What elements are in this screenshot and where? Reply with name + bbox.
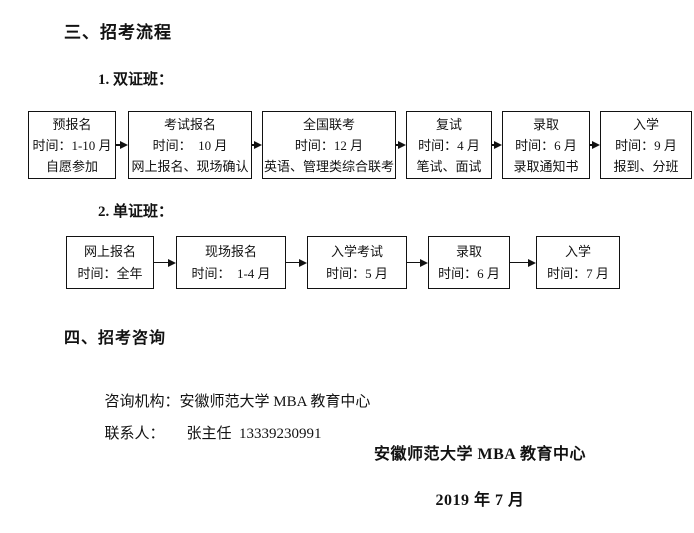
flow-step-box: 入学 时间：9 月 报到、分班	[600, 111, 692, 179]
flow-step-title: 预报名	[52, 116, 92, 132]
consultation-contact-line: 联系人： 张主任 13339230991	[97, 405, 322, 443]
subsection-label-dual-class: 1. 双证班：	[98, 72, 174, 88]
arrow-head-icon	[398, 141, 406, 149]
arrow-head-icon	[168, 258, 176, 267]
flow-step-note: 笔试、面试	[416, 158, 482, 174]
flow-step-box: 入学 时间：7 月	[536, 236, 620, 289]
flow-step-title: 全国联考	[302, 116, 355, 132]
flow-step-box: 入学考试 时间：5 月	[307, 236, 407, 289]
flow-step-time: 时间：5 月	[326, 265, 388, 281]
flow-step-time: 时间： 1-4 月	[191, 265, 271, 281]
flow-step-note: 报到、分班	[613, 158, 679, 174]
arrow-shaft	[396, 144, 398, 146]
agency-value: 安徽师范大学 MBA 教育中心	[179, 394, 371, 410]
flow-step-title: 录取	[455, 243, 482, 259]
arrow-head-icon	[494, 141, 502, 149]
flow-arrow-icon	[154, 236, 176, 289]
signature-line: 安徽师范大学 MBA 教育中心	[374, 446, 586, 463]
contact-value: 张主任 13339230991	[186, 426, 322, 442]
flow-step-box: 录取 时间：6 月	[428, 236, 510, 289]
flow-step-title: 入学	[564, 243, 591, 259]
flow-step-title: 考试报名	[163, 116, 216, 132]
flow-step-time: 时间：6 月	[515, 137, 577, 153]
flow-step-note: 自愿参加	[45, 158, 98, 174]
arrow-head-icon	[299, 258, 307, 267]
flow-step-title: 复试	[435, 116, 462, 132]
flow-step-note: 网上报名、现场确认	[131, 158, 249, 174]
flow-step-box: 现场报名 时间： 1-4 月	[176, 236, 286, 289]
flow-arrow-icon	[510, 236, 536, 289]
flow-step-time: 时间： 10 月	[152, 137, 228, 153]
arrow-head-icon	[120, 141, 128, 149]
arrow-shaft	[154, 261, 168, 264]
section-heading-consultation: 四、招考咨询	[64, 330, 167, 347]
arrow-shaft	[510, 261, 528, 264]
flow-step-box: 网上报名 时间：全年	[66, 236, 154, 289]
flow-step-title: 网上报名	[83, 243, 136, 259]
flow-step-time: 时间：9 月	[615, 137, 677, 153]
dual-class-flowchart: 预报名 时间：1-10 月 自愿参加 考试报名 时间： 10 月 网上报名、现场…	[28, 111, 692, 179]
flow-step-time: 时间：全年	[77, 265, 143, 281]
subsection-label-single-class: 2. 单证班：	[98, 204, 174, 220]
flow-step-box: 预报名 时间：1-10 月 自愿参加	[28, 111, 116, 179]
arrow-shaft	[590, 144, 592, 146]
arrow-head-icon	[254, 141, 262, 149]
arrow-head-icon	[528, 258, 536, 267]
flow-step-box: 全国联考 时间：12 月 英语、管理类综合联考	[262, 111, 396, 179]
flow-step-title: 录取	[532, 116, 559, 132]
arrow-shaft	[407, 261, 420, 264]
flow-step-title: 入学考试	[330, 243, 383, 259]
flow-arrow-icon	[286, 236, 307, 289]
date-line: 2019 年 7 月	[435, 492, 525, 509]
single-class-flowchart: 网上报名 时间：全年 现场报名 时间： 1-4 月 入学考试 时间：5 月 录取…	[66, 236, 620, 289]
agency-label: 咨询机构：	[104, 394, 180, 410]
flow-arrow-icon	[252, 111, 262, 179]
consultation-agency-line: 咨询机构：安徽师范大学 MBA 教育中心	[97, 373, 371, 411]
flow-step-title: 现场报名	[204, 243, 257, 259]
arrow-head-icon	[420, 258, 428, 267]
flow-arrow-icon	[116, 111, 128, 179]
flow-step-time: 时间：7 月	[547, 265, 609, 281]
arrow-shaft	[286, 261, 299, 264]
arrow-shaft	[252, 144, 254, 146]
flow-arrow-icon	[492, 111, 502, 179]
flow-arrow-icon	[396, 111, 406, 179]
flow-arrow-icon	[590, 111, 600, 179]
contact-label: 联系人：	[104, 426, 165, 442]
flow-step-note: 英语、管理类综合联考	[263, 158, 394, 174]
flow-step-box: 复试 时间：4 月 笔试、面试	[406, 111, 492, 179]
section-heading-admission-process: 三、招考流程	[64, 23, 172, 42]
flow-step-box: 录取 时间：6 月 录取通知书	[502, 111, 590, 179]
flow-step-note: 录取通知书	[513, 158, 579, 174]
flow-step-time: 时间：1-10 月	[32, 137, 112, 153]
flow-step-box: 考试报名 时间： 10 月 网上报名、现场确认	[128, 111, 252, 179]
arrow-head-icon	[592, 141, 600, 149]
flow-step-time: 时间：4 月	[418, 137, 480, 153]
arrow-shaft	[116, 144, 120, 146]
flow-step-time: 时间：6 月	[438, 265, 500, 281]
flow-step-time: 时间：12 月	[294, 137, 364, 153]
flow-step-title: 入学	[632, 116, 659, 132]
arrow-shaft	[492, 144, 494, 146]
flow-arrow-icon	[407, 236, 428, 289]
